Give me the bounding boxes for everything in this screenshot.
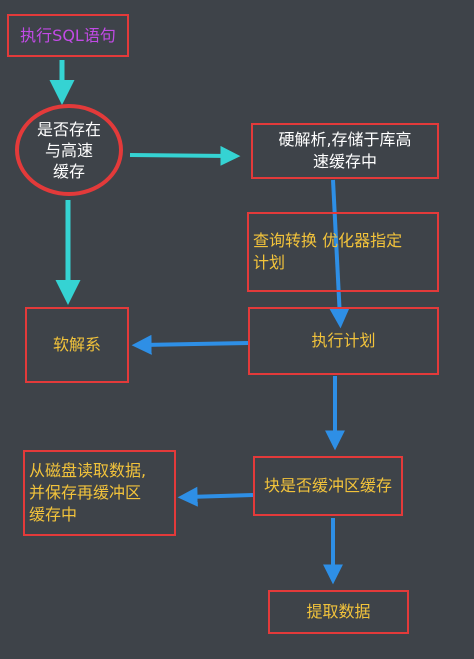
node-hard-parse-label: 硬解析,存储于库高 速缓存中 [278, 130, 412, 171]
node-query-transform-label: 查询转换 优化器指定 计划 [253, 231, 403, 272]
node-block-in-buffer: 块是否缓冲区缓存 [253, 456, 403, 516]
node-execute-sql: 执行SQL语句 [7, 14, 129, 57]
node-execute-sql-label: 执行SQL语句 [20, 25, 116, 45]
arrow-block-check-to-disk-read [177, 486, 254, 507]
arrow-hard-parse-to-plan [329, 179, 350, 329]
node-read-from-disk: 从磁盘读取数据, 并保存再缓冲区 缓存中 [23, 450, 176, 536]
node-query-transform: 查询转换 优化器指定 计划 [247, 212, 439, 292]
node-hard-parse: 硬解析,存储于库高 速缓存中 [251, 123, 439, 179]
arrow-exists-to-hard-parse [129, 145, 241, 166]
node-exists-in-cache-label: 是否存在 与高速 缓存 [36, 119, 101, 181]
node-fetch-data: 提取数据 [268, 590, 409, 634]
node-exists-in-cache: 是否存在 与高速 缓存 [15, 104, 123, 196]
arrow-plan-to-soft-parse [131, 334, 249, 355]
node-soft-parse: 软解系 [25, 307, 129, 383]
node-block-in-buffer-label: 块是否缓冲区缓存 [263, 476, 392, 495]
node-execution-plan: 执行计划 [248, 307, 439, 375]
node-execution-plan-label: 执行计划 [311, 331, 376, 350]
node-read-from-disk-label: 从磁盘读取数据, 并保存再缓冲区 缓存中 [29, 461, 147, 524]
node-soft-parse-label: 软解系 [52, 335, 101, 354]
node-fetch-data-label: 提取数据 [306, 602, 371, 621]
